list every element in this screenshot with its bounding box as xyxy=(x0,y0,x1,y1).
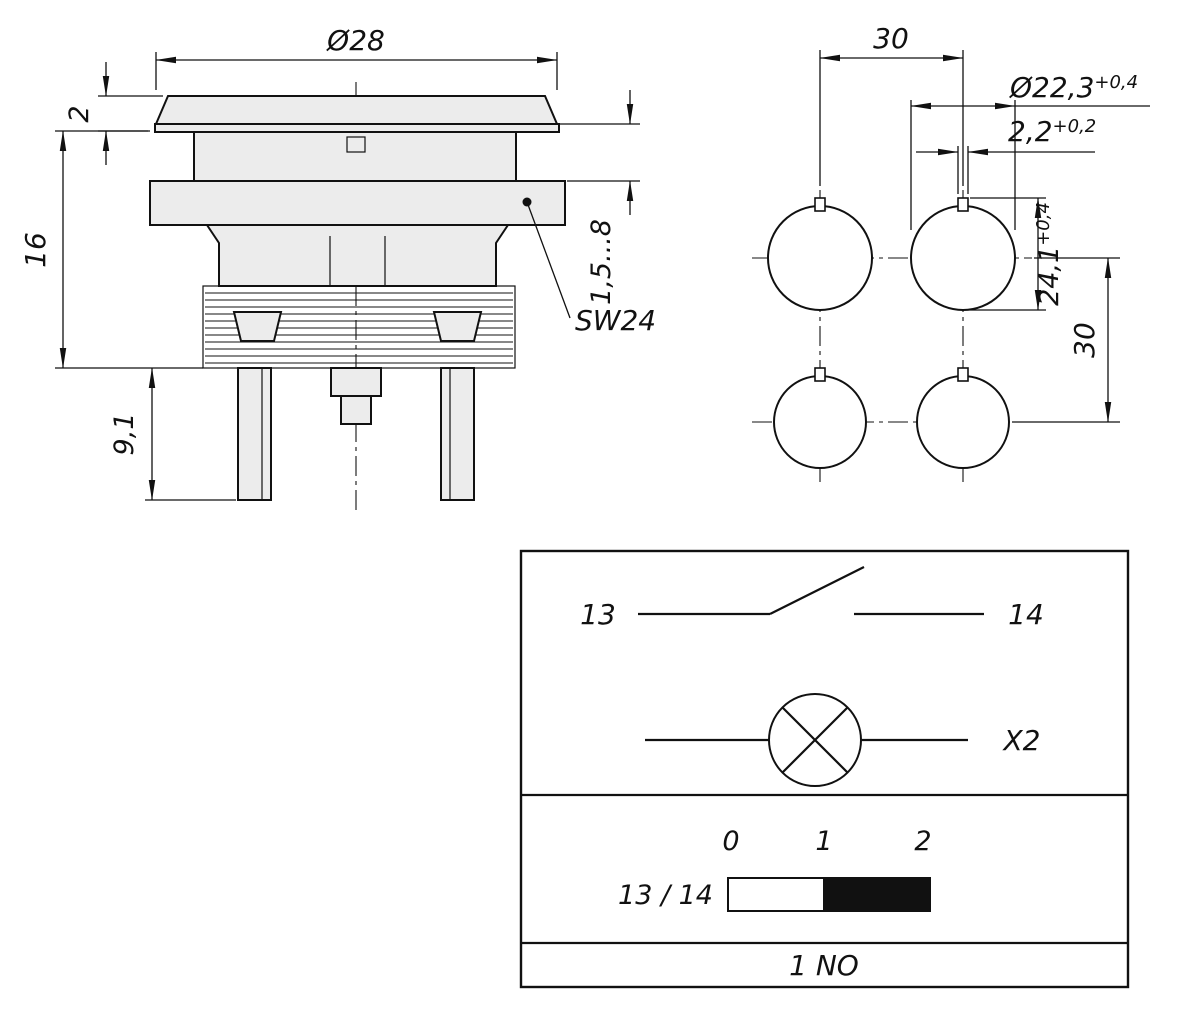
anti-rotation-lug-left xyxy=(232,311,283,342)
dim-body-height: 16 xyxy=(19,130,203,369)
dim-vertical-spacing-label: 30 xyxy=(1068,322,1101,358)
dim-clamping-range: 1,5...8 xyxy=(560,90,640,305)
dim-hole-diameter-tolerance: +0,4 xyxy=(1094,72,1138,93)
dim-horizontal-spacing: 30 xyxy=(819,22,964,62)
housing-latch xyxy=(346,136,366,153)
dim-cap-height-label: 2 xyxy=(64,105,95,122)
mounting-hole-bottom-left xyxy=(773,375,867,469)
circuit-diagram: 13 14 X2 0 1 2 13 / 14 1 NO xyxy=(519,549,1130,989)
button-cap-rim xyxy=(154,123,560,133)
button-cap xyxy=(154,95,559,125)
hole-pattern: 30 Ø22,3+0,4 2,2+0,2 24,1+0,4 30 xyxy=(752,22,1150,484)
dim-keyway-height: 24,1+0,4 xyxy=(965,197,1065,311)
dim-body-height-label: 16 xyxy=(19,232,52,268)
contact-blade xyxy=(769,566,865,615)
dim-keyway-width: 2,2+0,2 xyxy=(916,115,1096,194)
wrench-size-callout: SW24 xyxy=(522,197,656,337)
upper-housing xyxy=(193,131,517,182)
center-boss xyxy=(330,367,382,397)
dim-keyway-height-value: 24,1 xyxy=(1034,246,1065,306)
position-0-label: 0 xyxy=(722,826,739,857)
keyway-bottom-right xyxy=(957,367,969,382)
hex-section xyxy=(205,224,510,287)
circuit-frame xyxy=(519,549,1130,989)
dim-horizontal-spacing-label: 30 xyxy=(873,22,909,55)
mounting-hole-top-right xyxy=(910,205,1016,311)
threaded-section xyxy=(202,285,516,369)
keyway-top-right xyxy=(957,197,969,212)
leader-line xyxy=(526,201,571,319)
contact-type-label: 1 NO xyxy=(789,949,859,982)
position-2-label: 2 xyxy=(914,826,931,857)
dim-hole-diameter-label: Ø22,3+0,4 xyxy=(1009,71,1138,104)
side-view: Ø28 2 16 9,1 1,5...8 xyxy=(19,24,656,515)
dim-keyway-height-tolerance: +0,4 xyxy=(1033,202,1054,246)
dim-vertical-spacing: 30 xyxy=(1012,257,1120,423)
lamp-symbol: X2 xyxy=(645,693,1041,787)
dim-cap-height: 2 xyxy=(64,62,163,165)
keyway-top-left xyxy=(814,197,826,212)
keyway-bottom-left xyxy=(814,367,826,382)
anti-rotation-lug-right xyxy=(432,311,483,342)
dim-hole-diameter: Ø22,3+0,4 xyxy=(910,71,1150,230)
mounting-hole-bottom-right xyxy=(916,375,1010,469)
dim-terminal-length-label: 9,1 xyxy=(109,413,140,456)
top-extension-lines xyxy=(819,50,964,186)
terminal-14-label: 14 xyxy=(1008,598,1044,631)
terminals xyxy=(237,367,475,501)
terminal-right xyxy=(440,367,475,501)
terminal-left xyxy=(237,367,272,501)
dim-keyway-width-label: 2,2+0,2 xyxy=(1008,115,1096,148)
mounting-hole-top-left xyxy=(767,205,873,311)
dim-clamping-range-label: 1,5...8 xyxy=(586,219,617,305)
hex-facet-edges xyxy=(329,236,386,286)
lamp-cross xyxy=(781,706,849,774)
terminal-x2-label: X2 xyxy=(1002,724,1041,757)
dim-keyway-height-label: 24,1+0,4 xyxy=(1033,202,1065,306)
flange xyxy=(149,180,566,226)
dim-keyway-width-tolerance: +0,2 xyxy=(1053,116,1097,137)
terminal-13-label: 13 xyxy=(580,598,616,631)
wrench-size-label: SW24 xyxy=(575,304,656,337)
contact-open-bar xyxy=(727,877,825,912)
switch-contact-symbol: 13 14 xyxy=(580,566,1044,631)
contact-closed-bar xyxy=(823,877,931,912)
position-1-label: 1 xyxy=(815,826,832,857)
switching-state-table: 0 1 2 13 / 14 xyxy=(618,826,932,912)
dim-keyway-width-value: 2,2 xyxy=(1008,115,1053,148)
dim-hole-diameter-value: Ø22,3 xyxy=(1009,71,1094,104)
dim-cap-diameter-label: Ø28 xyxy=(326,24,385,57)
center-boss-tip xyxy=(340,395,372,425)
dim-cap-diameter: Ø28 xyxy=(155,24,558,90)
contact-row-label: 13 / 14 xyxy=(618,880,713,911)
dim-terminal-length: 9,1 xyxy=(109,367,236,501)
